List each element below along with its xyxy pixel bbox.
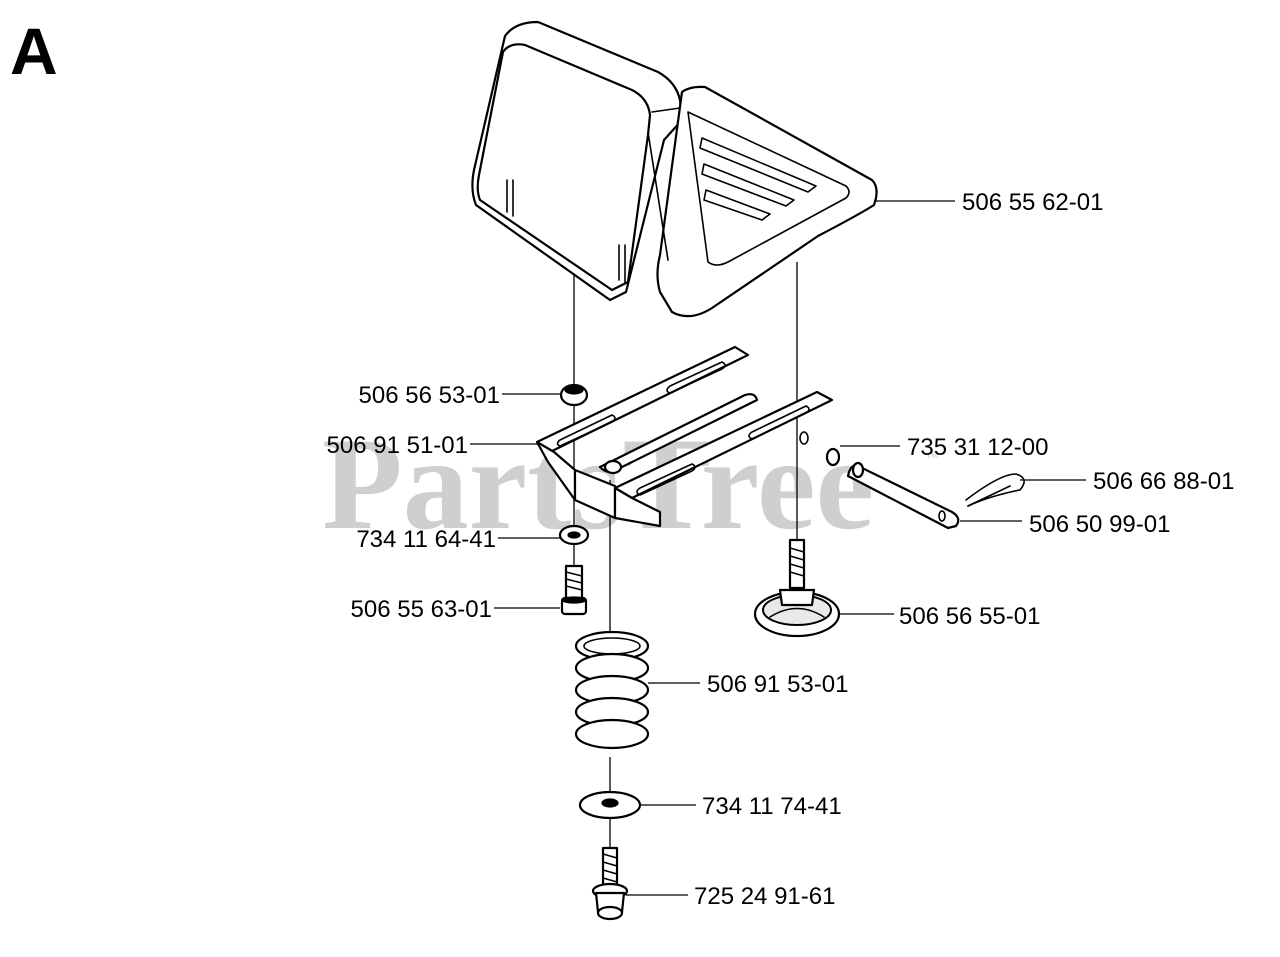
part-label-large-washer: 734 11 74-41 [702, 793, 842, 820]
part-label-spring: 506 91 53-01 [707, 671, 848, 698]
large-washer[interactable] [578, 790, 642, 820]
hair-pin-clip[interactable] [965, 473, 1025, 507]
part-label-knob: 506 56 55-01 [899, 603, 1040, 630]
small-washer[interactable] [558, 524, 590, 546]
watermark-trademark: ™ [925, 449, 939, 465]
knob[interactable] [753, 538, 841, 638]
spring[interactable] [574, 630, 650, 750]
part-label-small-washer: 734 11 64-41 [356, 526, 496, 553]
part-label-seat: 506 55 62-01 [962, 189, 1103, 216]
part-label-grommet: 506 56 53-01 [359, 382, 500, 409]
seat[interactable] [471, 20, 878, 318]
short-bolt[interactable] [560, 564, 588, 616]
lock-washer[interactable] [825, 447, 841, 467]
part-label-seat-bracket: 506 91 51-01 [327, 432, 468, 459]
part-label-flange-bolt: 725 24 91-61 [694, 883, 835, 910]
flange-bolt[interactable] [591, 846, 629, 921]
part-label-hair-pin-clip: 506 66 88-01 [1093, 468, 1234, 495]
part-label-lock-washer: 735 31 12-00 [907, 434, 1048, 461]
seat-bracket[interactable] [535, 345, 834, 528]
pivot-pin[interactable] [846, 461, 960, 530]
part-labels: 506 55 62-01 506 56 53-01 506 91 51-01 7… [327, 189, 1235, 910]
leader-lines [470, 200, 1086, 896]
part-label-short-bolt: 506 55 63-01 [351, 596, 492, 623]
grommet[interactable] [559, 383, 589, 407]
section-letter: A [10, 14, 58, 88]
part-label-pivot-pin: 506 50 99-01 [1029, 511, 1170, 538]
